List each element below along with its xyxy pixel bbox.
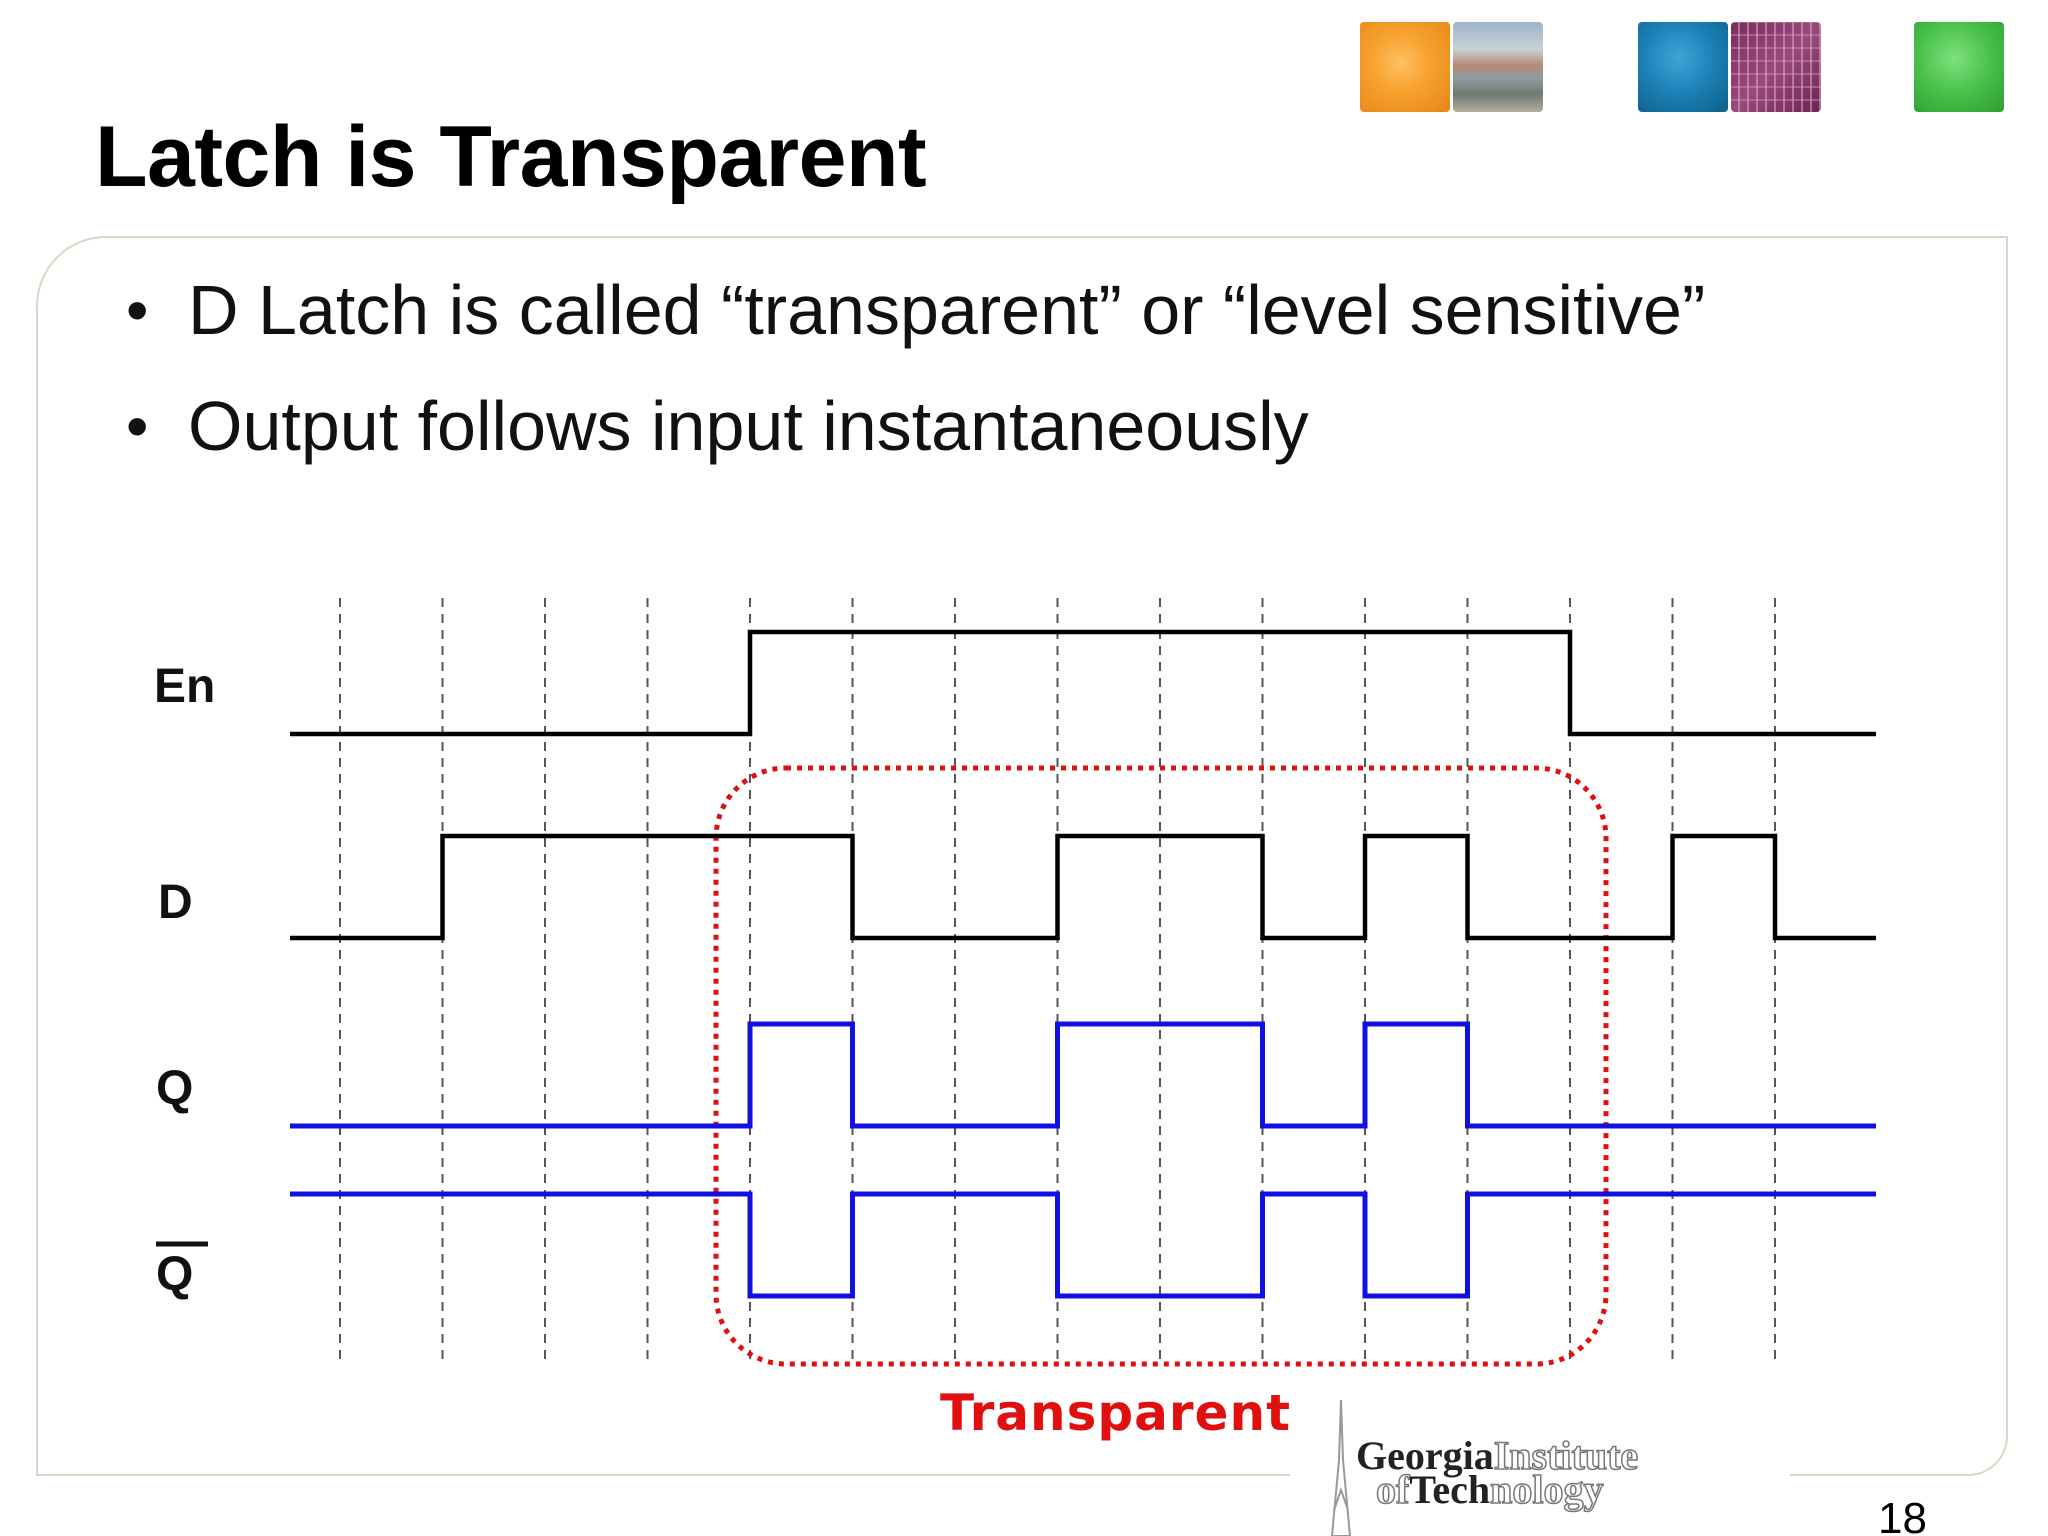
timing-diagram: En D Q Q Transparent	[154, 598, 1876, 1442]
slide-title: Latch is Transparent	[95, 109, 927, 205]
blue-tile	[1638, 22, 1728, 112]
circuit-board-photo	[1731, 22, 1821, 112]
signal-label-q: Q	[156, 1062, 193, 1115]
waveform-en	[290, 629, 1876, 737]
content-frame	[36, 236, 2008, 1476]
bullet-text: D Latch is called “transparent” or “leve…	[188, 271, 1706, 349]
tech-tower-icon	[1330, 1400, 1352, 1536]
logo-of: of	[1375, 1467, 1410, 1512]
waveforms	[290, 629, 1876, 1299]
transparent-region-box	[713, 765, 1609, 1367]
logo-line-1: GeorgiaInstitute	[1356, 1433, 1639, 1478]
signal-label-q-bar: Q	[156, 1248, 193, 1301]
campus-photo	[1453, 22, 1543, 112]
bullet-item: • Output follows input instantaneously	[120, 368, 1705, 484]
transparent-label: Transparent	[940, 1384, 1291, 1442]
waveform-q	[290, 1021, 1876, 1129]
bullet-item: • D Latch is called “transparent” or “le…	[120, 252, 1705, 368]
orange-tile	[1360, 22, 1450, 112]
logo-tech: Tech	[1409, 1467, 1491, 1512]
logo-georgia: Georgia	[1356, 1433, 1494, 1478]
bullet-dot: •	[126, 390, 149, 462]
signal-label-d: D	[158, 876, 193, 929]
bullet-list: • D Latch is called “transparent” or “le…	[120, 252, 1705, 484]
bullet-text: Output follows input instantaneously	[188, 387, 1309, 465]
green-tile	[1914, 22, 2004, 112]
waveform-q-bar	[290, 1191, 1876, 1299]
header-image-strip	[1360, 22, 2010, 118]
signal-label-en: En	[154, 660, 215, 713]
waveform-d	[290, 833, 1876, 941]
georgia-tech-logo: GeorgiaInstitute ofTechnology	[1290, 1400, 1790, 1536]
page-number: 18	[1878, 1494, 1927, 1536]
logo-nology: nology	[1489, 1467, 1604, 1512]
logo-line-2: ofTechnology	[1375, 1467, 1604, 1512]
bullet-dot: •	[126, 274, 149, 346]
logo-institute: Institute	[1493, 1433, 1639, 1478]
